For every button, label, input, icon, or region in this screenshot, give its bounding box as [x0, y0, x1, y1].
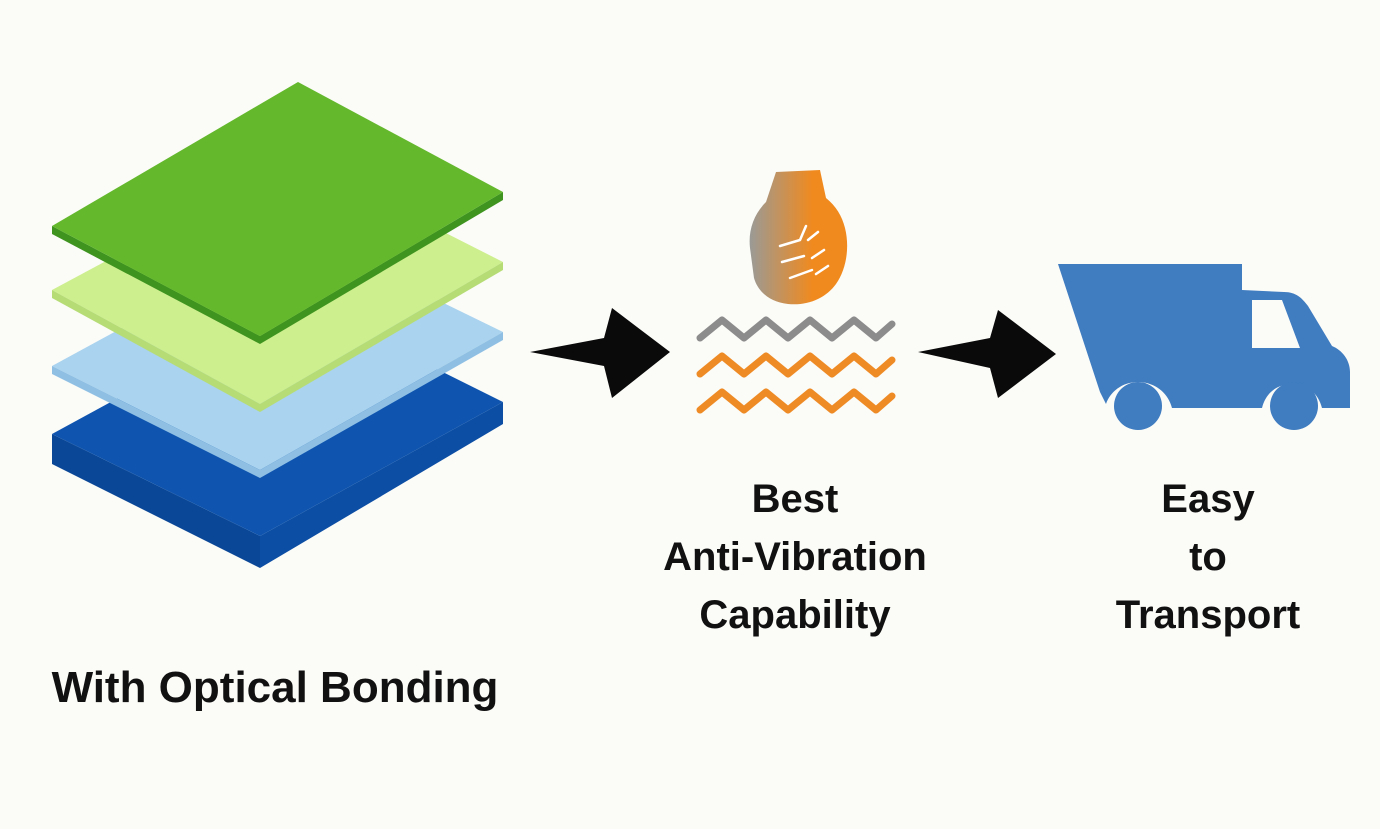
anti-vibration-line-3: Capability — [699, 593, 891, 637]
layer-green-top — [52, 82, 503, 344]
easy-transport-line-2: to — [1189, 535, 1227, 579]
anti-vibration-line-2: Anti-Vibration — [663, 535, 927, 579]
easy-transport-line-1: Easy — [1161, 477, 1255, 521]
optical-bonding-text: With Optical Bonding — [51, 663, 499, 712]
easy-transport-line-3: Transport — [1115, 593, 1301, 637]
vibration-waves-icon — [696, 316, 896, 414]
truck-icon — [1058, 264, 1350, 430]
anti-vibration-line-1: Best — [751, 477, 839, 521]
arrow-right-icon — [530, 308, 670, 398]
arrow-right-icon — [918, 310, 1056, 398]
hand-fist-icon — [749, 170, 848, 305]
stacked-layers-icon — [52, 82, 503, 568]
easy-transport-label: Easy to Transport — [1058, 470, 1358, 644]
anti-vibration-label: Best Anti-Vibration Capability — [600, 470, 990, 644]
optical-bonding-label: With Optical Bonding — [20, 656, 530, 720]
